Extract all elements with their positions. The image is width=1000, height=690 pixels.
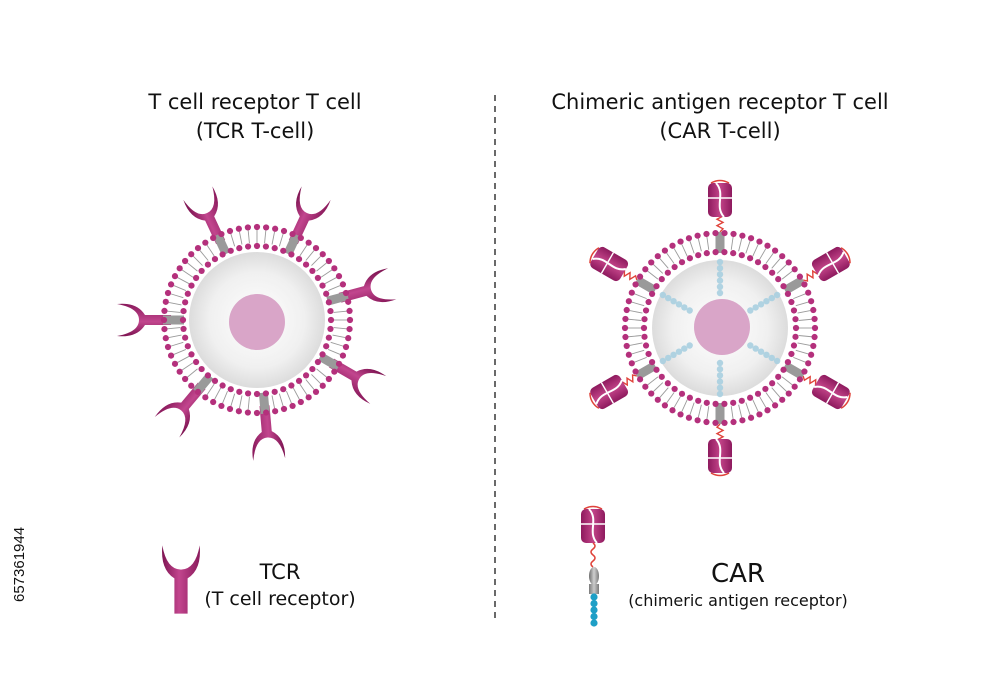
stock-id: 657361944	[11, 527, 28, 602]
car-receptor	[707, 179, 733, 218]
tcr-receptor	[183, 186, 236, 249]
tcr-title-line2: (TCR T-cell)	[195, 119, 315, 143]
stock-id-text: 657361944	[11, 527, 28, 602]
car-intracellular-domains	[659, 258, 781, 398]
tcr-receptor	[323, 348, 387, 405]
car-receptor	[809, 242, 855, 284]
car-receptor	[707, 438, 733, 477]
car-receptor	[809, 372, 855, 414]
tcr-receptor	[278, 186, 331, 249]
car-title-line1: Chimeric antigen receptor T cell	[551, 90, 889, 114]
car-t-cell	[585, 179, 855, 477]
tcr-legend-desc: (T cell receptor)	[204, 588, 356, 610]
car-receptor	[585, 372, 631, 414]
car-legend-name: CAR	[710, 559, 765, 589]
tcr-legend-name: TCR	[259, 560, 301, 584]
car-receptors	[585, 179, 855, 477]
car-icon	[580, 505, 606, 627]
tcr-membrane	[160, 223, 354, 417]
car-receptor	[585, 242, 631, 284]
car-title-line2: (CAR T-cell)	[659, 119, 781, 143]
car-membrane	[621, 230, 819, 426]
car-nucleus	[694, 299, 750, 355]
car-legend-desc: (chimeric antigen receptor)	[628, 591, 848, 610]
tcr-title: T cell receptor T cell (TCR T-cell)	[120, 88, 390, 146]
tcr-legend: TCR (T cell receptor)	[195, 558, 365, 612]
tcr-icon	[162, 545, 200, 614]
car-title: Chimeric antigen receptor T cell (CAR T-…	[540, 88, 900, 146]
tcr-t-cell	[117, 186, 397, 461]
tcr-title-line1: T cell receptor T cell	[148, 90, 362, 114]
tcr-nucleus	[229, 294, 285, 350]
car-legend: CAR (chimeric antigen receptor)	[608, 558, 868, 612]
